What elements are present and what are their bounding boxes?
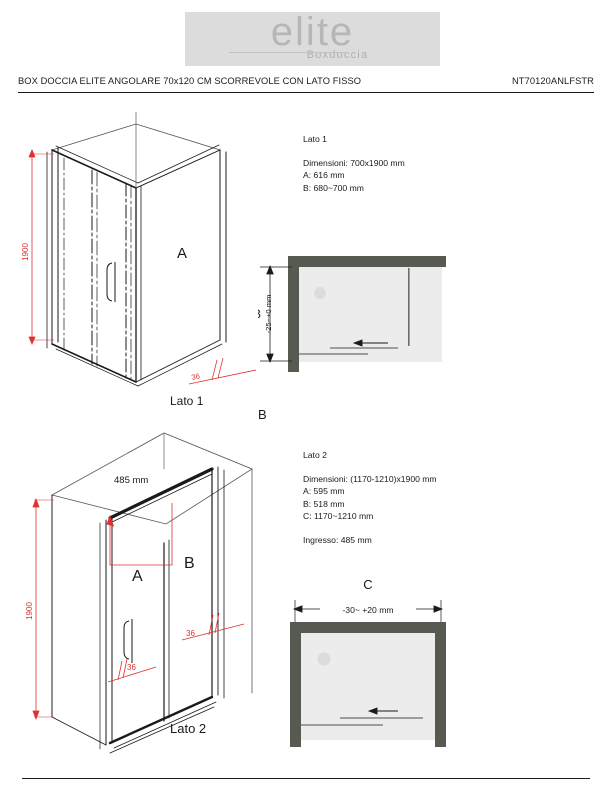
lato2-dimensioni: Dimensioni: (1170-1210)x1900 mm — [303, 473, 437, 484]
lato1-heading: Lato 1 — [303, 134, 327, 144]
lato1-dimensioni: Dimensioni: 700x1900 mm — [303, 157, 405, 168]
lato1-plan-tolerance: -25~+0 mm — [264, 295, 273, 334]
lato2-a: A: 595 mm — [303, 486, 345, 496]
footer-divider — [22, 778, 590, 779]
title-row: BOX DOCCIA ELITE ANGOLARE 70x120 CM SCOR… — [18, 76, 594, 86]
logo-wordmark: elite — [270, 10, 355, 54]
lato2-isometric-drawing: 485 mm 1900 36 36 — [14, 425, 270, 760]
lato2-plan-view: C -30~ +20 mm — [258, 570, 508, 750]
shower-tray — [298, 630, 438, 740]
shower-tray — [294, 266, 442, 362]
lato2-plan-label-c: C — [363, 577, 372, 592]
lato1-panel-b-label: B — [258, 407, 267, 422]
lato2-profile-depth-right: 36 — [186, 629, 195, 638]
logo-subtitle: Boxdoccia — [306, 49, 369, 61]
lato1-isometric-drawing: 1900 36 A B Lato 1 — [14, 112, 270, 422]
wall-right — [435, 622, 446, 747]
lato1-plan-view: -25~+0 mm B — [258, 250, 508, 375]
page-title: BOX DOCCIA ELITE ANGOLARE 70x120 CM SCOR… — [18, 76, 362, 86]
slide-direction-arrow-icon — [352, 339, 388, 347]
wall-left — [290, 622, 301, 747]
lato1-spec-block: Lato 1 Dimensioni: 700x1900 mm A: 616 mm… — [303, 133, 405, 194]
wall-left — [288, 256, 299, 372]
lato2-height-dimension: 1900 — [25, 602, 34, 620]
wall-top — [294, 256, 446, 267]
lato1-panel-a-label: A — [177, 245, 187, 262]
logo-divider — [229, 52, 349, 53]
lato2-spec-block: Lato 2 Dimensioni: (1170-1210)x1900 mm A… — [303, 449, 437, 546]
lato2-c: C: 1170~1210 mm — [303, 511, 374, 521]
lato1-a: A: 616 mm — [303, 170, 345, 180]
lato1-profile-depth: 36 — [191, 371, 201, 382]
drain-icon — [314, 287, 326, 299]
fixed-panel — [408, 268, 410, 346]
lato2-profile-depth-left: 36 — [127, 663, 136, 672]
drain-icon — [317, 652, 331, 666]
lato1-height-dimension: 1900 — [21, 243, 30, 261]
lato1-b: B: 680~700 mm — [303, 182, 364, 193]
lato2-panel-a-label: A — [132, 568, 143, 585]
lato1-plan-label-b: B — [258, 307, 261, 321]
product-code: NT70120ANLFSTR — [511, 76, 594, 86]
header-divider — [18, 92, 594, 93]
lato2-panel-b-label: B — [184, 555, 195, 572]
lato2-ingresso: Ingresso: 485 mm — [303, 534, 372, 545]
lato2-b: B: 518 mm — [303, 498, 345, 509]
slide-direction-arrow-icon — [367, 707, 398, 715]
lato2-entry-dimension: 485 mm — [114, 475, 148, 486]
door-handle-icon — [123, 619, 133, 663]
lato2-plan-tolerance: -30~ +20 mm — [342, 605, 393, 615]
wall-top — [290, 622, 446, 633]
lato2-heading: Lato 2 — [303, 450, 327, 460]
door-handle-icon — [106, 262, 116, 302]
brand-logo: elite Boxdoccia — [185, 12, 440, 66]
lato1-drawing-caption: Lato 1 — [170, 394, 204, 408]
lato2-drawing-caption: Lato 2 — [170, 721, 206, 736]
